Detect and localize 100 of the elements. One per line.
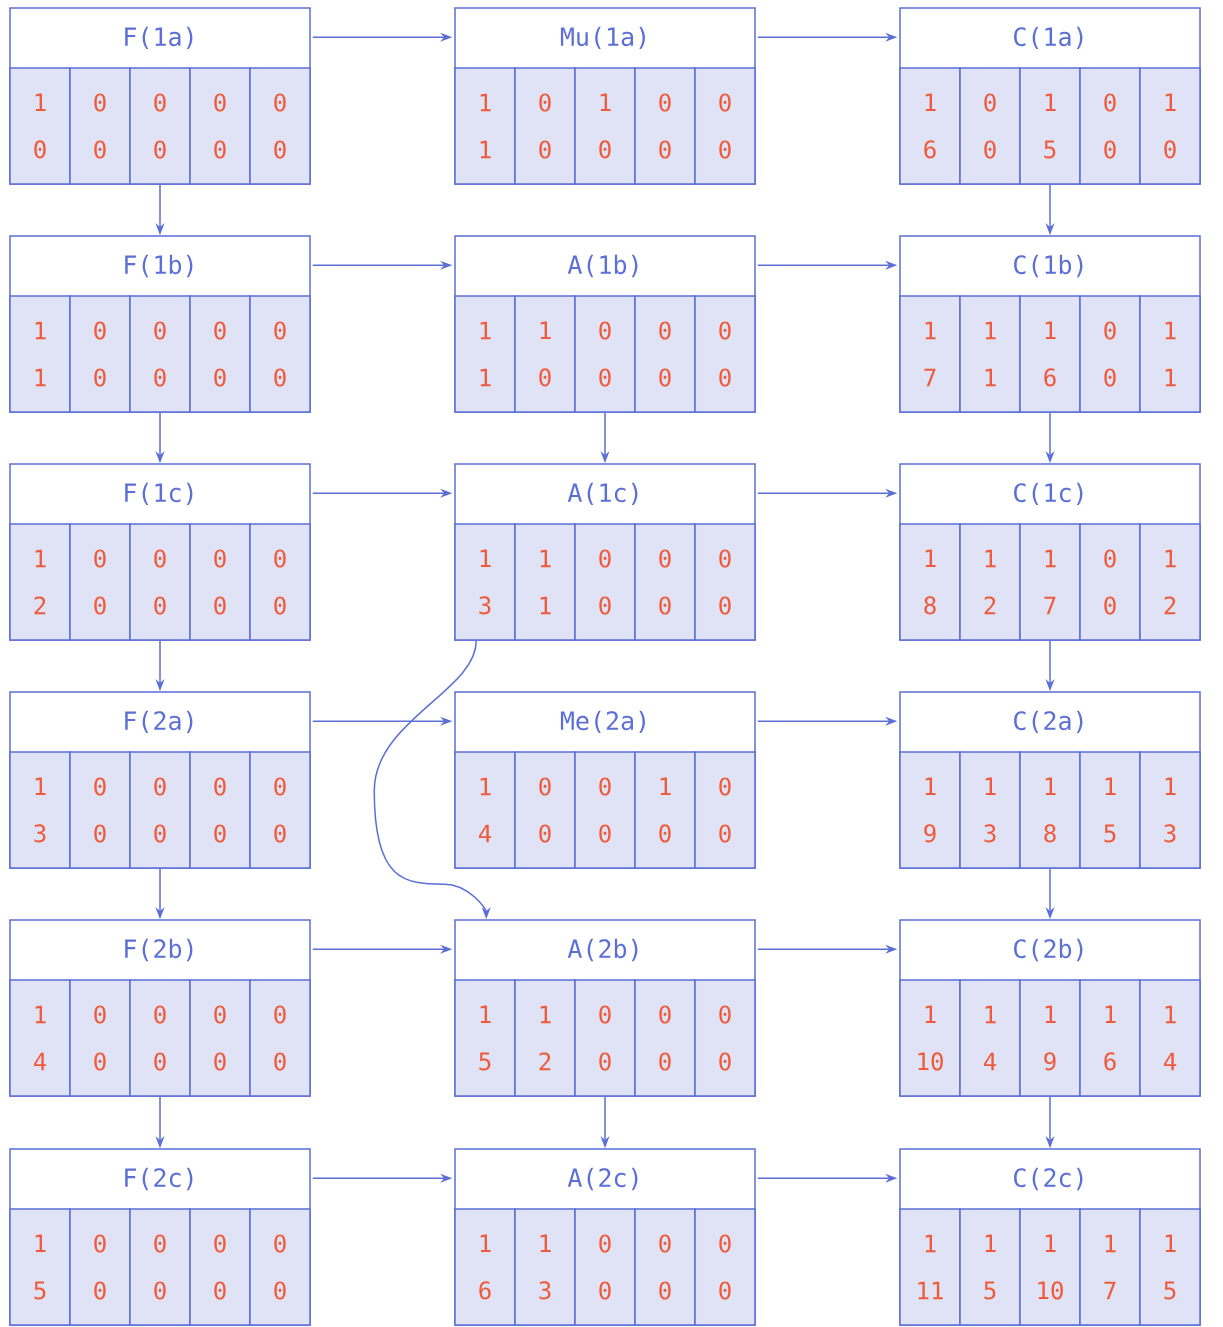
table-cell: 0 0 [249,979,311,1097]
table-cell: 1 6 [1019,295,1081,413]
table-cell: 1 8 [899,523,961,641]
box-title: F(2a) [125,710,193,734]
table-cell: 0 0 [69,295,131,413]
table-cell: 1 4 [1139,979,1201,1097]
table-cell: 1 6 [899,67,961,185]
table-cell: 0 0 [694,523,756,641]
box-title: Me(2a) [560,710,645,734]
box-title: C(2a) [1014,710,1083,734]
table-cell: 1 8 [1019,751,1081,869]
table-cell: 0 0 [129,979,191,1097]
table-cell: 1 1 [454,295,516,413]
box-title: A(1b) [567,254,638,278]
table-cell: 1 2 [1139,523,1201,641]
table-cell: 0 0 [634,67,696,185]
table-cell: 0 0 [574,523,636,641]
box-title: F(2b) [125,938,193,962]
table-cell: 1 1 [454,67,516,185]
table-cell: 0 0 [634,1208,696,1326]
table-cell: 0 0 [694,295,756,413]
box-title: F(1b) [125,254,193,278]
table-cell: 1 9 [1019,979,1081,1097]
table-cell: 0 0 [189,523,251,641]
table-cell: 1 3 [9,751,71,869]
table-cell: 1 7 [899,295,961,413]
box-title: A(1c) [567,482,638,506]
table-cell: 0 0 [249,1208,311,1326]
table-cell: 0 0 [129,751,191,869]
box-title: F(2c) [125,1167,193,1191]
table-cell: 0 0 [514,751,576,869]
table-cell: 0 0 [574,979,636,1097]
table-cell: 0 0 [189,295,251,413]
box-title: A(2c) [567,1167,638,1191]
table-cell: 1 10 [899,979,961,1097]
table-cell: 1 6 [454,1208,516,1326]
table-cell: 1 10 [1019,1208,1081,1326]
table-cell: 1 3 [959,751,1021,869]
table-cell: 0 0 [694,751,756,869]
table-cell: 1 5 [959,1208,1021,1326]
table-cell: 0 0 [694,979,756,1097]
table-cell: 0 0 [129,67,191,185]
table-cell: 0 0 [1079,523,1141,641]
table-cell: 1 4 [959,979,1021,1097]
table-cell: 1 2 [959,523,1021,641]
table-cell: 0 0 [69,67,131,185]
box-title: F(1c) [125,482,193,506]
table-cell: 0 0 [1079,295,1141,413]
box-title: F(1a) [125,26,193,50]
box-title: C(1a) [1014,26,1083,50]
table-cell: 1 0 [574,67,636,185]
table-cell: 0 0 [574,295,636,413]
table-cell: 1 1 [9,295,71,413]
table-cell: 0 0 [69,979,131,1097]
table-cell: 1 2 [514,979,576,1097]
table-cell: 0 0 [249,295,311,413]
table-cell: 1 1 [514,523,576,641]
table-cell: 0 0 [1079,67,1141,185]
box-title: C(1b) [1014,254,1083,278]
table-cell: 1 3 [514,1208,576,1326]
table-cell: 1 7 [1019,523,1081,641]
table-cell: 0 0 [514,67,576,185]
table-cell: 1 0 [9,67,71,185]
table-cell: 1 3 [454,523,516,641]
table-cell: 0 0 [574,1208,636,1326]
table-cell: 0 0 [694,67,756,185]
table-cell: 0 0 [634,523,696,641]
table-cell: 1 4 [9,979,71,1097]
box-title: C(2c) [1014,1167,1083,1191]
table-cell: 1 2 [9,523,71,641]
table-cell: 0 0 [69,1208,131,1326]
table-cell: 1 0 [634,751,696,869]
table-cell: 0 0 [634,295,696,413]
table-cell: 1 0 [1139,67,1201,185]
table-cell: 1 5 [1079,751,1141,869]
table-cell: 1 1 [959,295,1021,413]
table-cell: 1 5 [1139,1208,1201,1326]
table-cell: 0 0 [959,67,1021,185]
table-cell: 1 3 [1139,751,1201,869]
table-cell: 1 4 [454,751,516,869]
table-cell: 1 11 [899,1208,961,1326]
box-title: C(2b) [1014,938,1083,962]
table-cell: 0 0 [189,751,251,869]
table-cell: 0 0 [69,751,131,869]
table-cell: 0 0 [189,1208,251,1326]
table-cell: 1 5 [9,1208,71,1326]
table-cell: 0 0 [189,67,251,185]
table-cell: 0 0 [694,1208,756,1326]
table-cell: 0 0 [69,523,131,641]
table-cell: 1 1 [1139,295,1201,413]
box-title: A(2b) [567,938,638,962]
table-cell: 0 0 [189,979,251,1097]
table-cell: 1 6 [1079,979,1141,1097]
box-title: C(1c) [1014,482,1083,506]
table-cell: 0 0 [249,523,311,641]
table-cell: 0 0 [129,1208,191,1326]
table-cell: 1 9 [899,751,961,869]
table-cell: 1 0 [514,295,576,413]
table-cell: 0 0 [634,979,696,1097]
table-cell: 1 5 [454,979,516,1097]
